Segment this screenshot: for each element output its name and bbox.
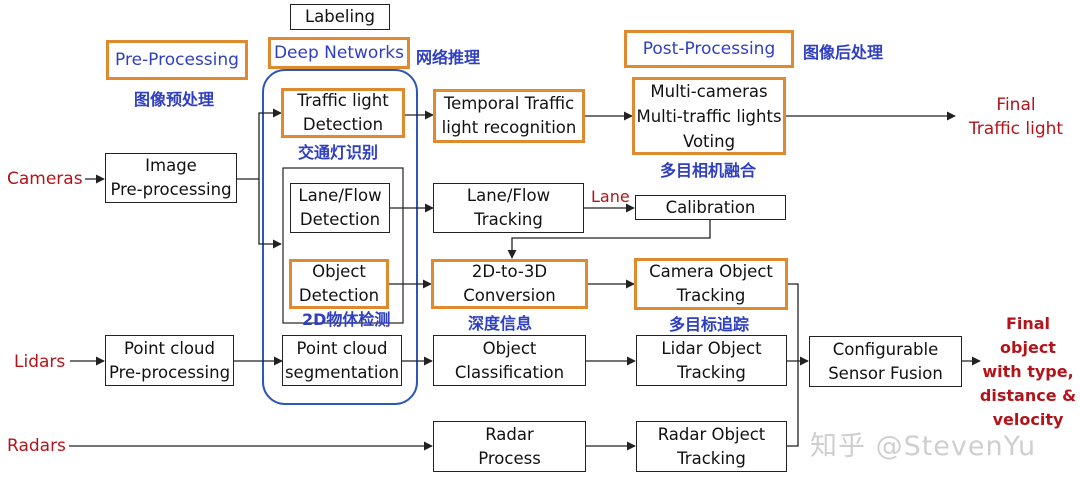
arrow-image-branch <box>237 108 282 180</box>
labeling-box: Labeling <box>290 4 390 30</box>
arrow-camtrack-fusion <box>787 283 799 447</box>
multi-camera-voting-box: Multi-cameras Multi-traffic lights Votin… <box>632 77 786 155</box>
temporal-traffic-light-box: Temporal Traffic light recognition <box>433 89 585 143</box>
arrow-image-lane <box>258 179 282 249</box>
pointcloud-segmentation-box: Point cloud segmentation <box>282 335 402 386</box>
lane-flow-tracking-box: Lane/Flow Tracking <box>433 183 584 233</box>
post-processing-label: Post-Processing <box>624 30 794 68</box>
final-object-output: Final object with type, distance & veloc… <box>979 314 1077 429</box>
cameras-input: Cameras <box>7 169 83 189</box>
object-detection-box: Object Detection <box>289 259 389 309</box>
multi-target-tracking-cn: 多目标追踪 <box>669 315 750 334</box>
image-preprocessing-box: Image Pre-processing <box>105 153 237 203</box>
traffic-light-detection-box: Traffic light Detection <box>281 88 405 138</box>
calibration-box: Calibration <box>635 195 786 220</box>
depth-info-cn: 深度信息 <box>468 314 533 333</box>
traffic-light-cn: 交通灯识别 <box>298 143 379 162</box>
radar-process-box: Radar Process <box>433 421 586 472</box>
lane-flow-detection-box: Lane/Flow Detection <box>290 183 390 233</box>
detection-container <box>282 167 404 324</box>
deep-networks-cn: 网络推理 <box>416 48 481 67</box>
lidars-input: Lidars <box>14 352 66 372</box>
watermark: 知乎 @StevenYu <box>810 431 1037 462</box>
conversion-2d-3d-box: 2D-to-3D Conversion <box>431 259 588 309</box>
detection-2d-cn: 2D物体检测 <box>302 310 391 329</box>
deep-networks-group <box>262 69 418 405</box>
radars-input: Radars <box>7 436 66 456</box>
camera-object-tracking-box: Camera Object Tracking <box>634 258 788 310</box>
arrow-calib-conv <box>507 220 711 259</box>
pre-processing-cn: 图像预处理 <box>134 90 215 109</box>
pointcloud-preprocessing-box: Point cloud Pre-processing <box>105 335 234 386</box>
lane-label: Lane <box>591 187 630 206</box>
object-classification-box: Object Classification <box>433 335 586 386</box>
radar-object-tracking-box: Radar Object Tracking <box>636 421 787 472</box>
lidar-object-tracking-box: Lidar Object Tracking <box>636 335 787 386</box>
pre-processing-label: Pre-Processing <box>106 40 248 80</box>
sensor-fusion-box: Configurable Sensor Fusion <box>809 336 962 387</box>
multi-camera-cn: 多目相机融合 <box>660 161 757 180</box>
final-traffic-light-output: Final Traffic light <box>968 95 1064 139</box>
deep-networks-label: Deep Networks <box>268 37 410 69</box>
post-processing-cn: 图像后处理 <box>803 43 884 62</box>
